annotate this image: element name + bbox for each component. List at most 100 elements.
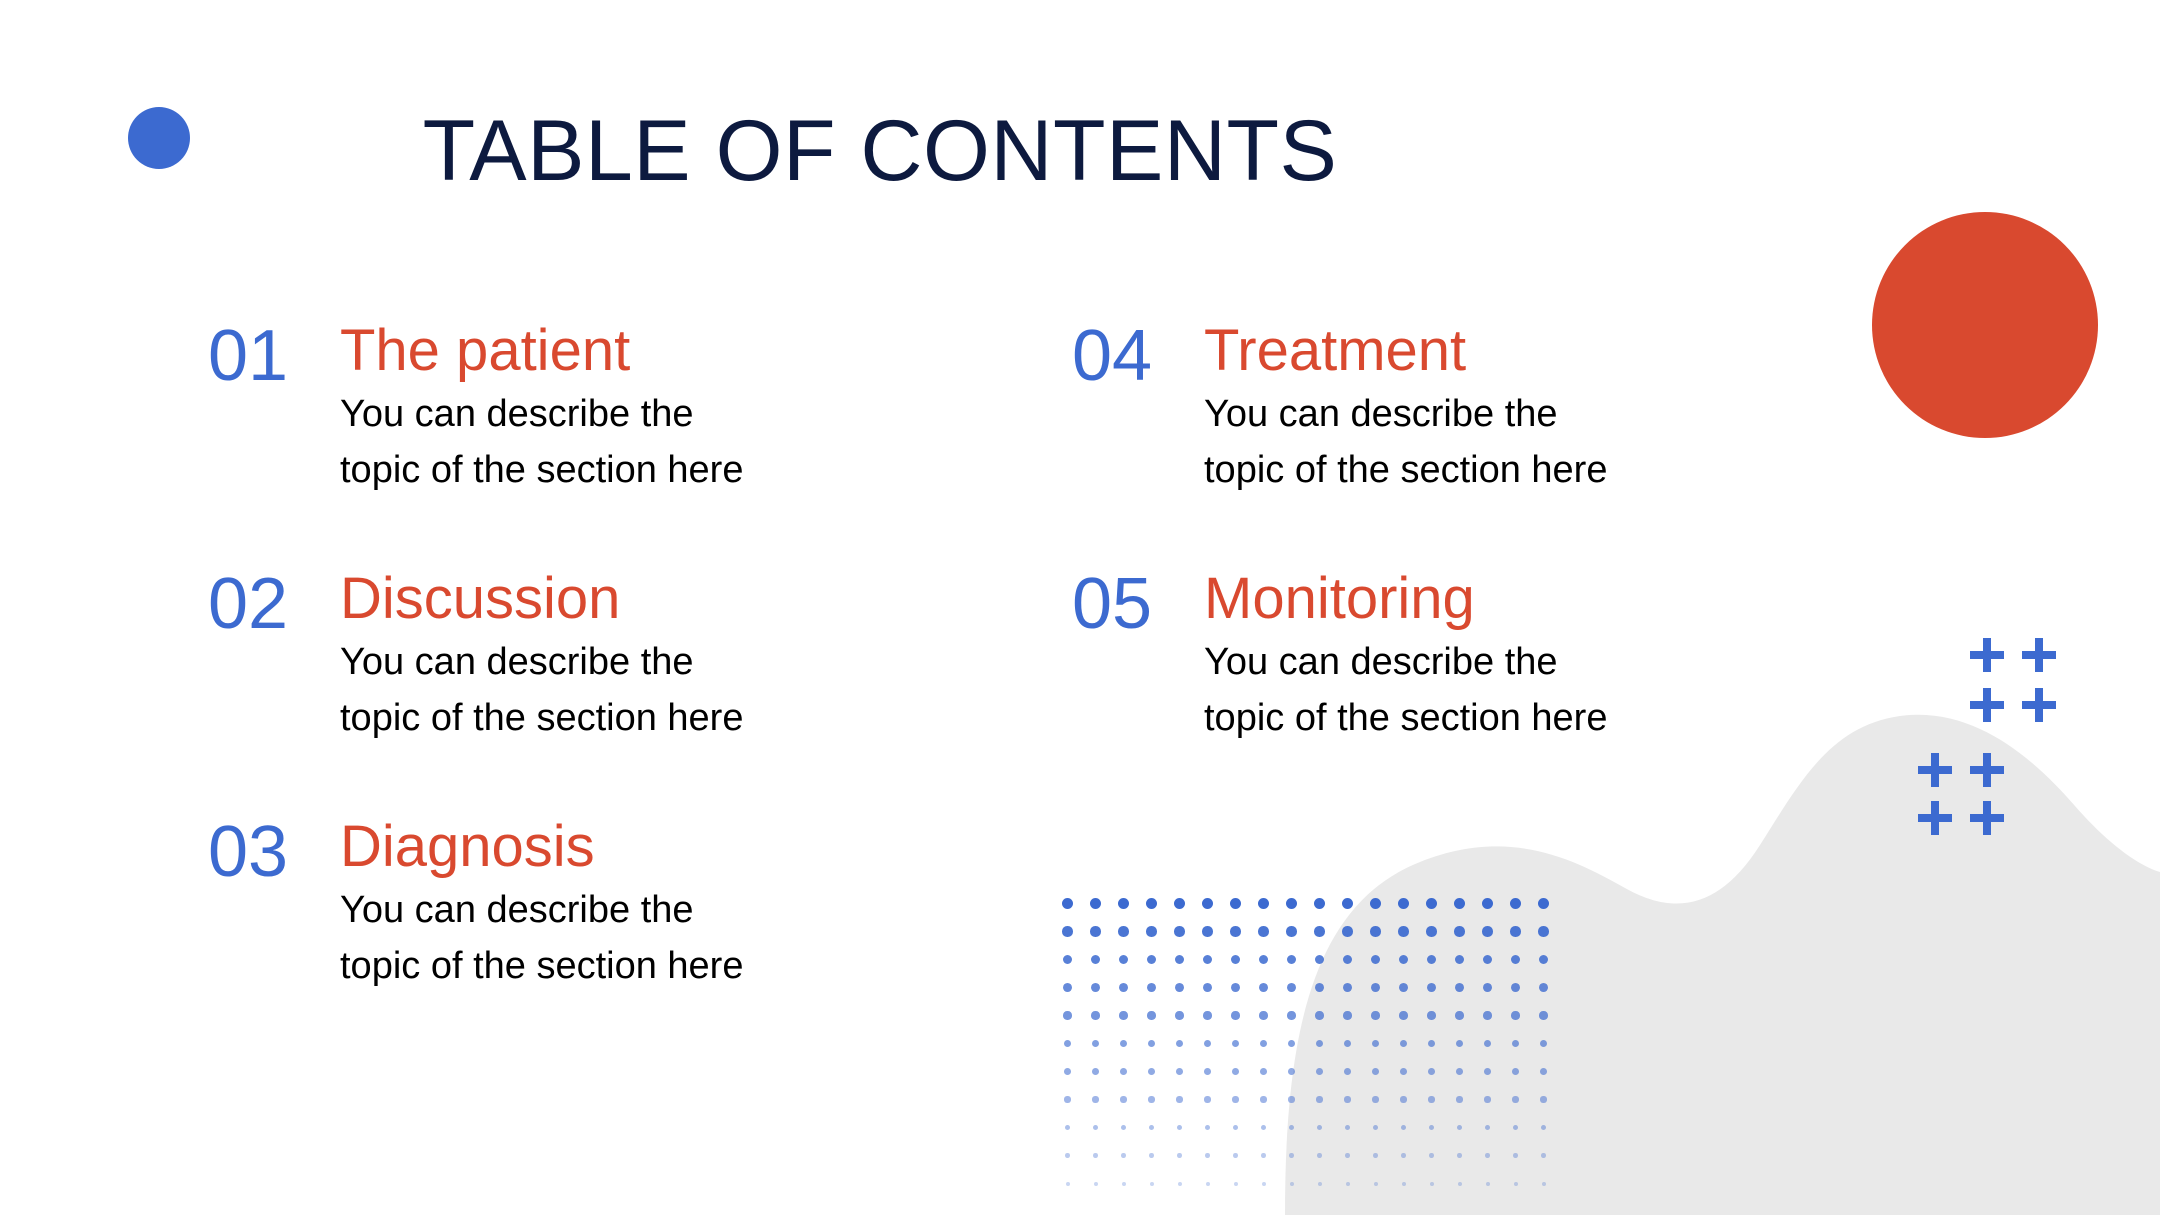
grid-dot — [1065, 1153, 1070, 1158]
grid-dot — [1119, 983, 1128, 992]
dot-row — [1062, 1150, 1562, 1164]
grid-dot — [1147, 1011, 1156, 1020]
grid-dot — [1092, 1096, 1099, 1103]
grid-dot — [1427, 1039, 1436, 1048]
grid-dot — [1232, 1096, 1239, 1103]
grid-dot — [1457, 1153, 1462, 1158]
grid-dot — [1427, 1011, 1436, 1020]
grid-dot — [1538, 954, 1549, 965]
grid-dot — [1119, 1011, 1128, 1020]
toc-number: 05 — [1072, 564, 1153, 644]
grid-dot — [1286, 954, 1297, 965]
blue-dot-decoration — [128, 107, 190, 169]
grid-dot — [1146, 898, 1157, 909]
toc-item-01[interactable]: 01 The patient You can describe the topi… — [208, 318, 743, 498]
grid-dot — [1120, 1124, 1127, 1131]
grid-dot — [1370, 926, 1381, 937]
grid-dot — [1370, 954, 1381, 965]
plus-row — [1918, 753, 2088, 799]
toc-description-line-2: topic of the section here — [1204, 697, 1608, 739]
plus-icon — [2022, 688, 2056, 722]
grid-dot — [1092, 1068, 1099, 1075]
orange-circle-decoration — [1872, 212, 2098, 438]
grid-dot — [1063, 1011, 1072, 1020]
grid-dot — [1400, 1068, 1407, 1075]
grid-dot — [1063, 983, 1072, 992]
grid-dot — [1286, 926, 1297, 937]
grid-dot — [1177, 1153, 1182, 1158]
grid-dot — [1289, 1153, 1294, 1158]
grid-dot — [1371, 1039, 1380, 1048]
toc-description-line-1: You can describe the — [340, 393, 694, 435]
grid-dot — [1314, 954, 1325, 965]
grid-dot — [1176, 1068, 1183, 1075]
grid-dot — [1456, 1068, 1463, 1075]
grid-dot — [1174, 926, 1185, 937]
dot-row — [1062, 954, 1562, 968]
grid-dot — [1260, 1124, 1267, 1131]
grid-dot — [1062, 954, 1073, 965]
grid-dot — [1064, 1096, 1071, 1103]
grid-dot — [1317, 1181, 1322, 1186]
grid-dot — [1539, 1011, 1548, 1020]
grid-dot — [1062, 926, 1073, 937]
dot-row — [1062, 1122, 1562, 1136]
toc-item-04[interactable]: 04 Treatment You can describe the topic … — [1072, 318, 1607, 498]
toc-number: 02 — [208, 564, 289, 644]
grid-dot — [1455, 983, 1464, 992]
toc-number: 03 — [208, 812, 289, 892]
grid-dot — [1315, 983, 1324, 992]
grid-dot — [1091, 1039, 1100, 1048]
plus-icon — [1970, 638, 2004, 672]
grid-dot — [1175, 1011, 1184, 1020]
grid-dot — [1344, 1096, 1351, 1103]
grid-dot — [1230, 954, 1241, 965]
dot-row — [1062, 1094, 1562, 1108]
grid-dot — [1287, 1039, 1296, 1048]
grid-dot — [1456, 1096, 1463, 1103]
grid-dot — [1511, 983, 1520, 992]
grid-dot — [1539, 1039, 1548, 1048]
grid-dot — [1511, 1011, 1520, 1020]
plus-icon — [2022, 638, 2056, 672]
grid-dot — [1428, 1124, 1435, 1131]
toc-body: Diagnosis You can describe the topic of … — [340, 814, 743, 994]
contents-list: 01 The patient You can describe the topi… — [0, 318, 2160, 1058]
plus-icon — [1918, 753, 1952, 787]
toc-heading: Monitoring — [1204, 566, 1475, 631]
grid-dot — [1371, 983, 1380, 992]
toc-item-03[interactable]: 03 Diagnosis You can describe the topic … — [208, 814, 743, 994]
dot-row — [1062, 926, 1562, 940]
grid-dot — [1146, 954, 1157, 965]
grid-dot — [1454, 898, 1465, 909]
toc-item-02[interactable]: 02 Discussion You can describe the topic… — [208, 566, 743, 746]
grid-dot — [1233, 1153, 1238, 1158]
grid-dot — [1456, 1124, 1463, 1131]
grid-dot — [1371, 1011, 1380, 1020]
toc-item-05[interactable]: 05 Monitoring You can describe the topic… — [1072, 566, 1607, 746]
grid-dot — [1485, 1181, 1490, 1186]
grid-dot — [1400, 1096, 1407, 1103]
toc-description-line-2: topic of the section here — [1204, 449, 1608, 491]
grid-dot — [1288, 1124, 1295, 1131]
grid-dot — [1175, 983, 1184, 992]
grid-dot — [1510, 954, 1521, 965]
grid-dot — [1401, 1153, 1406, 1158]
grid-dot — [1062, 898, 1073, 909]
grid-dot — [1483, 983, 1492, 992]
grid-dot — [1148, 1096, 1155, 1103]
grid-dot — [1370, 898, 1381, 909]
grid-dot — [1342, 954, 1353, 965]
toc-description-line-2: topic of the section here — [340, 697, 744, 739]
grid-dot — [1119, 1039, 1128, 1048]
grid-dot — [1118, 926, 1129, 937]
grid-dot — [1063, 1039, 1072, 1048]
grid-dot — [1483, 1039, 1492, 1048]
grid-dot — [1204, 1124, 1211, 1131]
grid-dot — [1064, 1124, 1071, 1131]
plus-icon — [1970, 801, 2004, 835]
grid-dot — [1455, 1039, 1464, 1048]
grid-dot — [1512, 1096, 1519, 1103]
grid-dot — [1174, 898, 1185, 909]
